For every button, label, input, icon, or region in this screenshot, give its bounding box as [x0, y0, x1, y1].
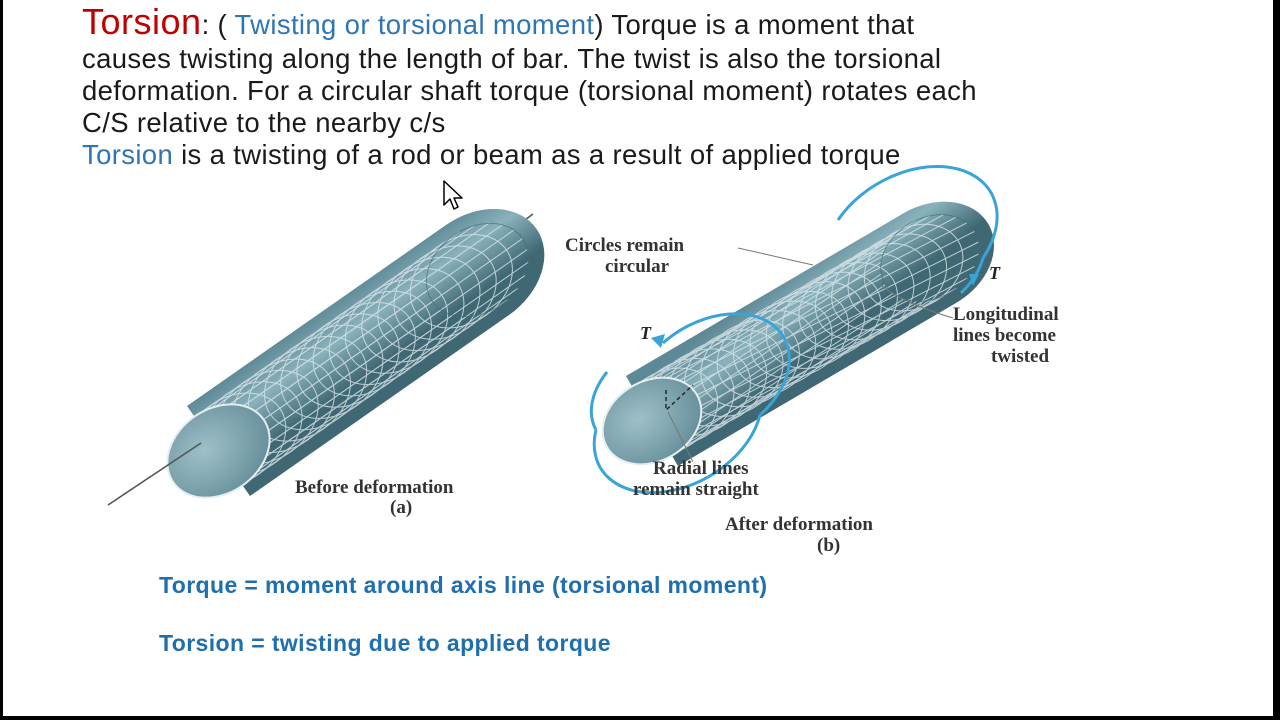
label-circles-2: circular — [605, 256, 670, 277]
leader-radial — [667, 411, 694, 463]
mesh-longitudinal-line — [677, 299, 931, 453]
rod-a-back-end — [425, 222, 530, 318]
mesh-longitudinal-line — [229, 222, 490, 405]
mesh-ring — [814, 252, 915, 341]
caption-b-sub: (b) — [817, 535, 840, 556]
rod-before-deformation — [107, 208, 545, 506]
torque-arrow-right-arc — [836, 165, 999, 259]
leader-circles — [737, 247, 814, 266]
leader-longitudinal — [879, 284, 954, 319]
mesh-longitudinal-line — [243, 224, 503, 407]
torque-arrow-right-head — [969, 274, 979, 286]
mesh-longitudinal-line — [215, 225, 475, 408]
mesh-ring — [847, 233, 948, 322]
caption-b-title: After deformation — [725, 514, 873, 535]
slide: Torsion: ( Twisting or torsional moment)… — [3, 0, 1273, 716]
body-line-2: causes twisting along the length of bar.… — [82, 43, 942, 74]
mesh-ring — [716, 310, 817, 398]
mesh-longitudinal-line — [700, 265, 976, 407]
caption-a-sub: (a) — [390, 497, 412, 518]
mesh-longitudinal-line — [665, 300, 917, 460]
caption-a-title: Before deformation — [295, 477, 454, 498]
mouse-pointer-icon — [443, 180, 463, 210]
torque-arrow-left-arc — [589, 371, 609, 431]
torque-arrow-left-arc-upper — [662, 312, 791, 417]
torque-symbol-left: T — [640, 323, 652, 343]
label-longitudinal-3: twisted — [991, 346, 1049, 367]
label-circles-1: Circles remain — [565, 235, 685, 256]
radial-lines-marker — [665, 384, 694, 412]
mesh-longitudinal-line — [254, 229, 515, 412]
title-torsion: Torsion — [82, 1, 202, 42]
rod-a-front-face — [166, 403, 271, 499]
mesh-longitudinal-line — [666, 222, 968, 379]
torque-arrow-left-head — [651, 334, 665, 348]
mesh-ring — [700, 319, 800, 408]
mesh-longitudinal-line — [696, 287, 958, 431]
rod-after-deformation — [589, 165, 999, 495]
mesh-ring — [765, 281, 866, 369]
mesh-longitudinal-line — [652, 216, 957, 380]
torque-symbol-right: T — [989, 263, 1001, 283]
mesh-ring — [798, 262, 898, 350]
torsion-figure: Circles remain circular Longitudinal lin… — [107, 165, 1059, 556]
definition-torsion: Torsion = twisting due to applied torque — [159, 630, 611, 656]
title-separator: : ( — [201, 9, 235, 40]
mesh-longitudinal-line — [200, 231, 461, 413]
label-radial-2: remain straight — [633, 479, 759, 500]
mesh-longitudinal-line — [696, 253, 980, 396]
mesh-longitudinal-line — [221, 313, 481, 496]
line5-rest: is a twisting of a rod or beam as a resu… — [173, 139, 901, 170]
torque-arrow-left-arc-lower — [592, 414, 762, 495]
mesh-longitudinal-line — [626, 215, 930, 391]
mesh-longitudinal-line — [689, 241, 979, 387]
axis-line-a-front — [107, 442, 202, 506]
line1-rest: ) Torque is a moment that — [594, 9, 915, 40]
mesh-longitudinal-line — [678, 230, 975, 381]
mesh-longitudinal-line — [638, 214, 944, 384]
slide-title-line: Torsion: ( Twisting or torsional moment)… — [82, 4, 915, 41]
mesh-ring — [733, 300, 833, 389]
label-longitudinal-2: lines become — [953, 325, 1056, 346]
body-line-4: C/S relative to the nearby c/s — [82, 107, 446, 138]
label-radial-1: Radial lines — [653, 458, 749, 479]
mesh-longitudinal-line — [235, 308, 496, 490]
label-longitudinal-1: Longitudinal — [953, 304, 1059, 325]
body-line-3: deformation. For a circular shaft torque… — [82, 75, 977, 106]
rod-b-back-end — [880, 214, 980, 302]
torsion-keyword: Torsion — [82, 139, 174, 170]
definition-torque: Torque = moment around axis line (torsio… — [159, 572, 768, 598]
body-line-5: Torsion is a twisting of a rod or beam a… — [82, 139, 901, 171]
title-paren-text: Twisting or torsional moment — [234, 9, 595, 40]
